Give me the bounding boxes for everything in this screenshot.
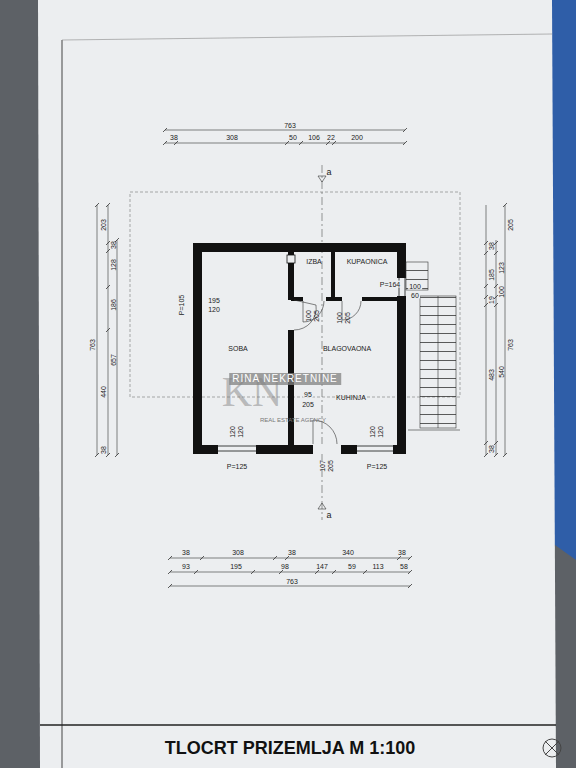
dimension-label: 38 bbox=[169, 134, 179, 141]
room: KUPAONICA bbox=[336, 252, 398, 296]
dimension-label: 195 bbox=[207, 297, 221, 304]
room-name: BLAGOVAONA bbox=[323, 345, 371, 352]
watermark-text: RINA NEKRETNINE bbox=[229, 373, 341, 385]
room: BLAGOVAONA KUHINJA bbox=[296, 302, 398, 444]
room-name: KUPAONICA bbox=[347, 258, 388, 265]
room-name: IZBA bbox=[306, 258, 322, 265]
room-name: KUHINJA bbox=[336, 394, 366, 401]
dimension-label: 60 bbox=[410, 292, 420, 299]
dimension-label: 205 bbox=[507, 219, 514, 231]
dimension-label: 38 bbox=[110, 241, 117, 249]
dimension-label: 120 bbox=[229, 426, 236, 438]
dimension-label: 205 bbox=[313, 310, 320, 322]
dimension-label: 185 bbox=[488, 269, 495, 281]
room-name: SOBA bbox=[228, 345, 247, 352]
dimension-label: 200 bbox=[350, 134, 364, 141]
dimension-label: 95 bbox=[303, 391, 313, 398]
dimension-label: 440 bbox=[100, 386, 107, 398]
watermark-subtext: REAL ESTATE AGENCY bbox=[260, 417, 326, 423]
dimension-label: 19 bbox=[488, 296, 495, 304]
dimension-label: 100 bbox=[408, 283, 422, 290]
dimension-label: 120 bbox=[207, 306, 221, 313]
dimension-label: 308 bbox=[225, 134, 239, 141]
dimension-label: 38 bbox=[397, 549, 407, 556]
dimension-label: 107 bbox=[319, 460, 326, 472]
dimension-label: 98 bbox=[280, 563, 290, 570]
dimension-label: 128 bbox=[110, 259, 117, 271]
dimension-label: 120 bbox=[369, 426, 376, 438]
dimension-label: 483 bbox=[488, 369, 495, 381]
dimension-label: 50 bbox=[288, 134, 298, 141]
dimension-label: 195 bbox=[229, 563, 243, 570]
dimension-label: 113 bbox=[371, 563, 384, 570]
dimension-label: 38 bbox=[488, 445, 495, 453]
dimension-label: P=125 bbox=[366, 463, 388, 470]
dimension-label: 763 bbox=[283, 122, 297, 129]
dimension-label: 38 bbox=[488, 242, 495, 250]
dimension-label: 22 bbox=[326, 134, 336, 141]
dimension-label: 106 bbox=[307, 134, 321, 141]
dimension-label: 340 bbox=[341, 549, 355, 556]
dimension-label: 38 bbox=[100, 446, 107, 454]
dimension-label: 147 bbox=[315, 563, 329, 570]
dimension-label: 203 bbox=[100, 219, 107, 231]
dimension-label: 657 bbox=[110, 354, 117, 366]
dimension-label: 205 bbox=[301, 401, 315, 408]
dimension-label: 123 bbox=[498, 262, 505, 274]
room: IZBA bbox=[296, 252, 332, 296]
dimension-label: 59 bbox=[347, 563, 357, 570]
dimension-label: 93 bbox=[181, 563, 191, 570]
plan-title: TLOCRT PRIZEMLJA M 1:100 bbox=[165, 739, 415, 757]
dimension-label: 205 bbox=[327, 460, 334, 472]
dimension-label: P=125 bbox=[226, 463, 248, 470]
dimension-label: 120 bbox=[237, 426, 244, 438]
dimension-label: 308 bbox=[231, 549, 245, 556]
dimension-label: 100 bbox=[498, 286, 505, 298]
dimension-label: P=105 bbox=[178, 295, 185, 315]
dimension-label: 100 bbox=[336, 312, 343, 324]
section-mark: a bbox=[326, 511, 331, 520]
dimension-label: 763 bbox=[285, 578, 299, 585]
dimension-label: 763 bbox=[507, 339, 514, 351]
dimension-label: 38 bbox=[287, 549, 297, 556]
dimension-label: 38 bbox=[181, 549, 191, 556]
dimension-label: 186 bbox=[110, 299, 117, 311]
dimension-label: 540 bbox=[498, 366, 505, 378]
dimension-label: P=164 bbox=[379, 281, 401, 288]
room: SOBA bbox=[202, 253, 286, 443]
section-mark: a bbox=[326, 168, 331, 177]
dimension-label: 58 bbox=[399, 563, 409, 570]
dimension-label: 763 bbox=[89, 339, 96, 351]
dimension-label: 205 bbox=[344, 312, 351, 324]
dimension-label: 100 bbox=[305, 310, 312, 322]
dimension-label: 120 bbox=[377, 426, 384, 438]
